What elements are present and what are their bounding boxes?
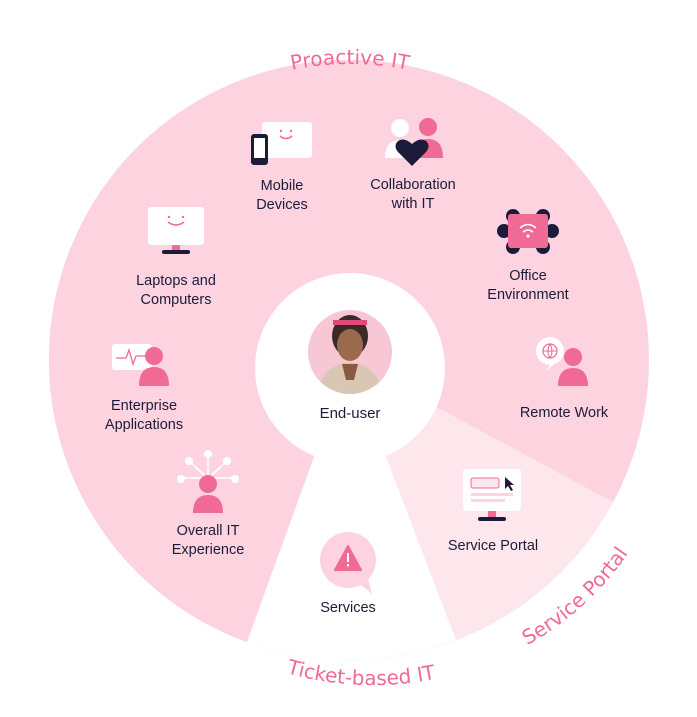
warning-bubble-icon bbox=[320, 532, 376, 594]
center-label: End-user bbox=[320, 405, 381, 422]
user-app-icon bbox=[112, 344, 169, 386]
svg-text:Experience: Experience bbox=[172, 542, 245, 558]
monitor-icon bbox=[148, 207, 204, 254]
remote-item: Remote Work bbox=[520, 337, 609, 421]
svg-text:Laptops and: Laptops and bbox=[136, 273, 216, 289]
enterprise-item: Enterprise Applications bbox=[105, 344, 183, 433]
mobile-devices-icon bbox=[251, 122, 312, 165]
svg-text:Devices: Devices bbox=[256, 197, 308, 213]
laptops-item: Laptops and Computers bbox=[136, 207, 216, 308]
user-network-icon bbox=[177, 450, 239, 513]
svg-text:Applications: Applications bbox=[105, 417, 183, 433]
portal-screen-icon bbox=[463, 469, 521, 521]
svg-text:with IT: with IT bbox=[391, 196, 435, 212]
svg-text:Office: Office bbox=[509, 268, 547, 284]
globe-user-icon bbox=[536, 337, 588, 386]
svg-text:Service Portal: Service Portal bbox=[448, 538, 538, 554]
svg-text:Services: Services bbox=[320, 600, 376, 616]
service-portal-item: Service Portal bbox=[448, 469, 538, 554]
svg-text:Computers: Computers bbox=[141, 292, 212, 308]
services-item: Services bbox=[320, 532, 376, 616]
avatar bbox=[308, 310, 392, 394]
svg-text:Mobile: Mobile bbox=[261, 178, 304, 194]
svg-text:Remote Work: Remote Work bbox=[520, 405, 609, 421]
experience-item: Overall IT Experience bbox=[172, 450, 245, 558]
collaboration-item: Collaboration with IT bbox=[370, 118, 456, 212]
svg-text:Enterprise: Enterprise bbox=[111, 398, 177, 414]
collaboration-heart-icon bbox=[385, 118, 443, 166]
office-item: Office Environment bbox=[487, 209, 569, 303]
svg-text:Collaboration: Collaboration bbox=[370, 177, 455, 193]
mobile-devices-item: Mobile Devices bbox=[251, 122, 312, 213]
svg-text:Overall IT: Overall IT bbox=[177, 523, 240, 539]
office-table-icon bbox=[497, 209, 559, 254]
svg-text:Environment: Environment bbox=[487, 287, 568, 303]
ticket-based-segment bbox=[247, 360, 456, 660]
